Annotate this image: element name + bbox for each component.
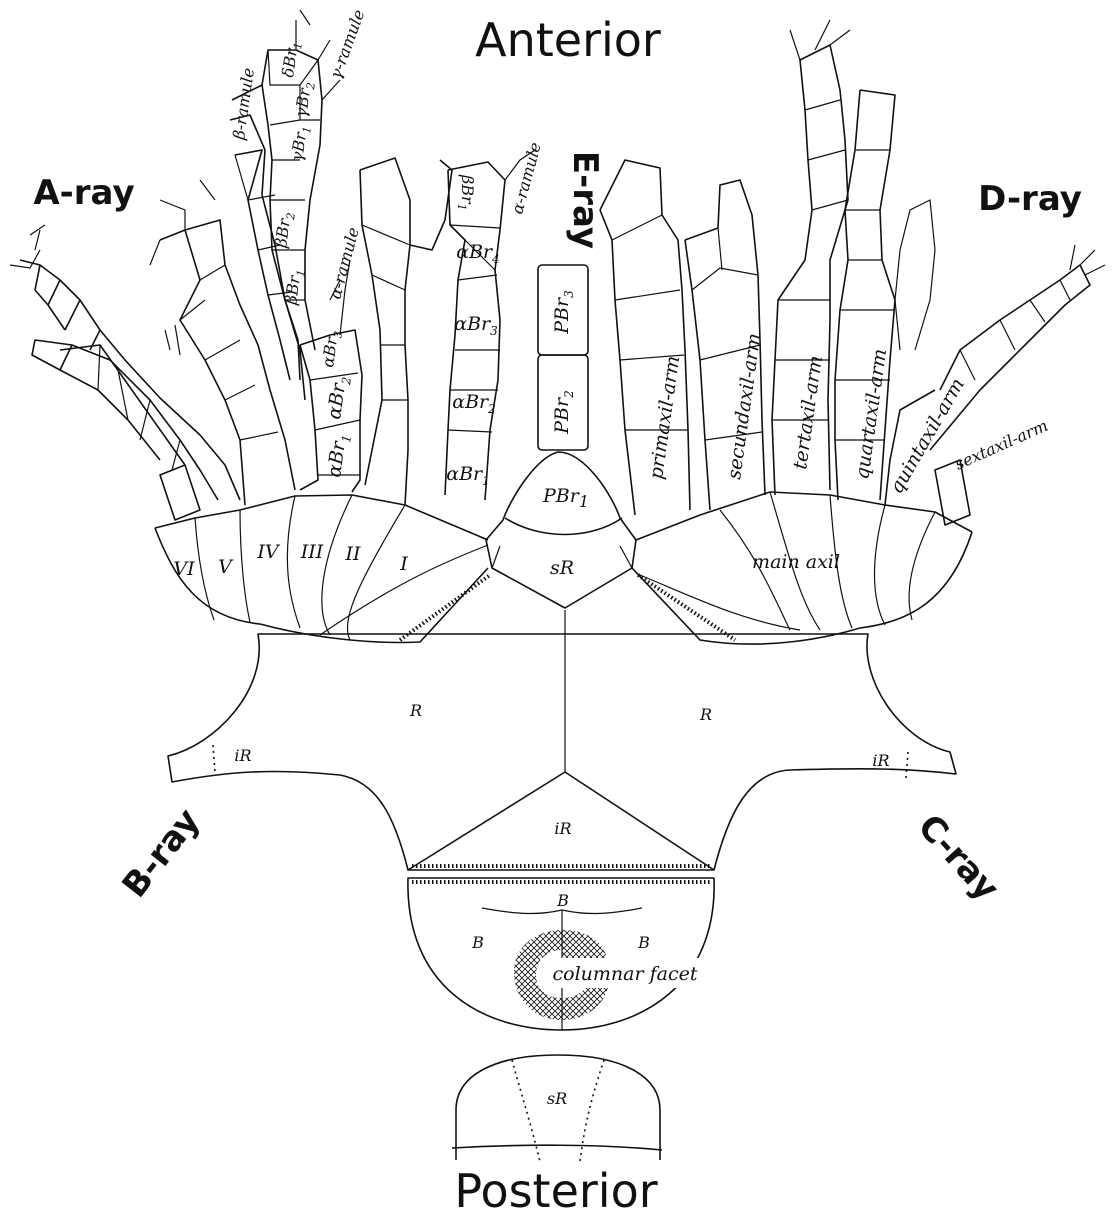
e-ray-label: E-ray xyxy=(565,151,605,249)
lower-sr-plate: sR xyxy=(452,1055,662,1162)
posterior-label: Posterior xyxy=(454,1164,657,1216)
arm-ii-label: II xyxy=(344,543,361,565)
inner-alpha-br3-label: αBr3 xyxy=(318,329,345,369)
beta-br2-label: βBr2 xyxy=(271,211,298,250)
arm-i-label: I xyxy=(399,553,408,575)
b-ray-label: B-ray xyxy=(115,801,209,905)
alpha-br3-label: αBr3 xyxy=(454,313,498,338)
inner-alpha-ramule-label: α-ramule xyxy=(326,225,363,301)
d-ray-arms: main axil primaxil-arm secundaxil-arm te… xyxy=(600,20,1105,644)
gamma-br2-label: γBr2 xyxy=(291,80,318,119)
interradial-left-label: iR xyxy=(234,746,251,765)
alpha-br2-label: αBr2 xyxy=(452,391,496,416)
arm-i-column xyxy=(360,158,452,505)
inner-alpha-branch: αBr1 αBr2 αBr3 α-ramule xyxy=(300,225,363,492)
basal-top-label: B xyxy=(556,891,569,910)
beta-br1-top-label: βBr1 xyxy=(455,174,477,211)
upper-sr-label: sR xyxy=(550,557,574,579)
columnar-facet-label: columnar facet xyxy=(553,963,698,985)
secundaxil-arm-label: secundaxil-arm xyxy=(723,332,765,481)
alpha-ramule-label: α-ramule xyxy=(508,140,545,216)
e-ray-column: PBr1 PBr2 PBr3 sR xyxy=(486,265,636,608)
sextaxil-arm-label: sextaxil-arm xyxy=(952,416,1051,474)
quintaxil-arm-label: quintaxil-arm xyxy=(885,374,969,497)
beta-br1-label: βBr1 xyxy=(281,268,308,307)
arm-iv-label: IV xyxy=(256,541,281,563)
inner-alpha-br2-label: αBr2 xyxy=(323,375,354,422)
lower-sr-label: sR xyxy=(547,1089,567,1108)
main-axil-label: main axil xyxy=(752,551,840,573)
arm-v-label: V xyxy=(218,556,234,578)
gamma-ramule-label: γ-ramule xyxy=(326,7,369,81)
c-ray-label: C-ray xyxy=(910,807,1007,909)
anterior-label: Anterior xyxy=(475,13,661,67)
primaxil-arm-label: primaxil-arm xyxy=(645,354,684,480)
arm-vi-label: VI xyxy=(173,558,195,580)
delta-br1-label: δBr1 xyxy=(278,40,305,79)
interradial-center-label: iR xyxy=(554,819,571,838)
pbr2-label: PBr2 xyxy=(551,390,576,434)
basal-left-label: B xyxy=(471,933,484,952)
tertaxil-arm-label: tertaxil-arm xyxy=(789,354,827,471)
d-ray-label: D-ray xyxy=(978,179,1082,219)
interradial-right-label: iR xyxy=(872,751,889,770)
basal-cup: B B B columnar facet xyxy=(408,878,714,1030)
radial-left-label: R xyxy=(409,701,422,720)
arm-iii-label: III xyxy=(300,541,324,563)
pbr3-label: PBr3 xyxy=(551,290,576,335)
radial-right-label: R xyxy=(699,705,712,724)
alpha-branch: βBr1 α-ramule αBr4 αBr3 αBr2 αBr1 xyxy=(445,140,545,500)
alpha-br1-label: αBr1 xyxy=(446,463,490,488)
inner-alpha-br1-label: αBr1 xyxy=(323,433,354,480)
pbr1-label: PBr1 xyxy=(542,485,589,511)
alpha-br4-label: αBr4 xyxy=(456,241,500,266)
basal-right-label: B xyxy=(637,933,650,952)
radial-plates: R R iR iR iR xyxy=(168,610,956,870)
a-ray-label: A-ray xyxy=(33,173,134,213)
quartaxil-arm-label: quartaxil-arm xyxy=(851,347,891,480)
beta-ramule-label: β-ramule xyxy=(229,67,258,142)
gamma-br1-label: γBr1 xyxy=(287,124,314,163)
